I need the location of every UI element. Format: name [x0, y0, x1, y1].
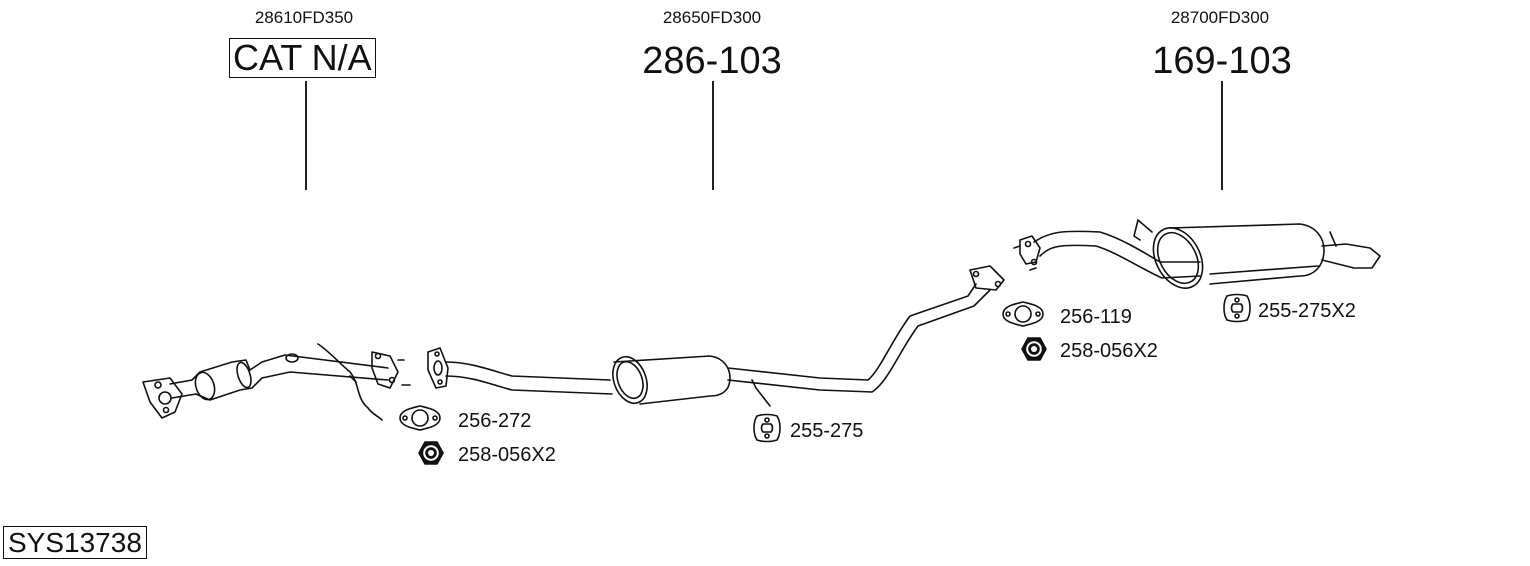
- rubber-hanger-icon: [1223, 293, 1251, 323]
- rear-silencer-drawing: [1013, 219, 1381, 289]
- rubber-hanger-icon: [753, 413, 781, 443]
- accessory-nut-258-056x2[interactable]: 258-056X2: [458, 444, 556, 466]
- leader-line-cat: [305, 81, 307, 190]
- system-id-box: SYS13738: [3, 526, 147, 559]
- part-number-middle[interactable]: 286-103: [642, 40, 782, 82]
- accessory-gasket-256-272[interactable]: 256-272: [458, 410, 532, 432]
- accessory-nut-258-056x2-rear[interactable]: 258-056X2: [1060, 340, 1158, 362]
- accessory-hanger-255-275x2[interactable]: 255-275X2: [1258, 300, 1356, 322]
- accessory-hanger-255-275[interactable]: 255-275: [790, 420, 864, 442]
- part-number-rear[interactable]: 169-103: [1152, 40, 1292, 82]
- gasket-icon: [1002, 301, 1044, 327]
- nut-icon: [418, 441, 444, 465]
- oem-number-rear: 28700FD300: [1170, 8, 1270, 27]
- gasket-icon: [399, 405, 441, 431]
- part-number-cat[interactable]: CAT N/A: [229, 38, 376, 78]
- front-pipe-drawing: [142, 343, 411, 421]
- leader-line-middle: [712, 81, 714, 190]
- leader-line-rear: [1221, 81, 1223, 190]
- part-number-cat-label: CAT N/A: [229, 38, 376, 78]
- middle-pipe-drawing: [427, 265, 1005, 407]
- accessory-gasket-256-119[interactable]: 256-119: [1060, 306, 1132, 328]
- nut-icon: [1021, 337, 1047, 361]
- system-id: SYS13738: [3, 526, 147, 559]
- oem-number-cat: 28610FD350: [254, 8, 354, 27]
- oem-number-middle: 28650FD300: [662, 8, 762, 27]
